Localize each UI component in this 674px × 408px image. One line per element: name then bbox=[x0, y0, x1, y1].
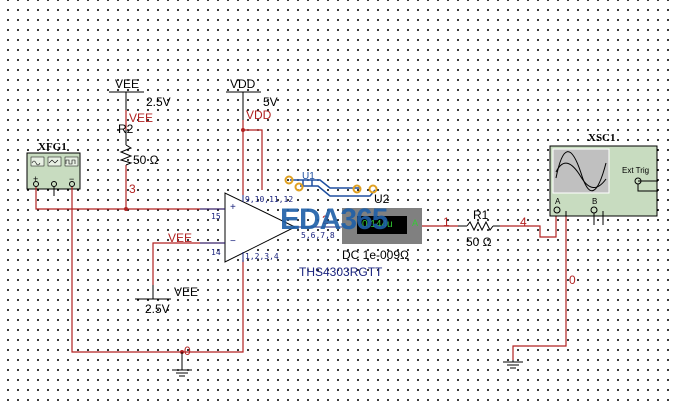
channel-a-terminal[interactable] bbox=[553, 206, 561, 214]
opamp-minus-sign: − bbox=[230, 236, 236, 247]
u1-ref: U1 bbox=[302, 171, 315, 182]
net-0-right-label: 0 bbox=[569, 273, 576, 287]
vee-bottom-net-label: VEE bbox=[168, 231, 193, 245]
channel-b-label: B bbox=[592, 197, 598, 206]
ammeter-display: 0.144u bbox=[357, 216, 407, 234]
xfg1-label: XFG1 bbox=[38, 141, 67, 153]
function-generator-xfg1[interactable] bbox=[26, 152, 81, 190]
ammeter-unit: A bbox=[411, 218, 418, 228]
vee-top-name: VEE bbox=[115, 77, 140, 91]
opamp-pin-15: 15 bbox=[211, 212, 221, 221]
ext-trig-label: Ext Trig bbox=[622, 166, 650, 175]
net-3-label: 3 bbox=[129, 182, 136, 196]
net-4-label: 4 bbox=[520, 215, 527, 229]
oscilloscope-xsc1[interactable] bbox=[549, 145, 658, 225]
resistor-r2[interactable] bbox=[119, 130, 133, 166]
vdd-net-label: VDD bbox=[246, 108, 272, 122]
resistor-r1[interactable] bbox=[458, 220, 500, 232]
r1-ref: R1 bbox=[473, 208, 489, 222]
vee-top-voltage: 2.5V bbox=[146, 95, 171, 109]
xfg1-plus-sign: + bbox=[33, 174, 39, 184]
switch-u1[interactable] bbox=[284, 175, 378, 197]
vee-top-net-label: VEE bbox=[129, 111, 154, 125]
opamp-ths4303[interactable] bbox=[200, 192, 342, 263]
ammeter-u2[interactable]: 0.144u A bbox=[342, 208, 422, 244]
xfg1-common-terminal[interactable] bbox=[51, 181, 57, 187]
xsc1-screen bbox=[552, 148, 610, 194]
ground-left-icon bbox=[172, 352, 192, 377]
u2-ref: U2 bbox=[374, 192, 390, 206]
r1-value: 50 Ω bbox=[466, 235, 492, 249]
watermark: EDA365 bbox=[280, 203, 388, 236]
xsc1-label: XSC1 bbox=[588, 132, 616, 144]
xfg1-plus-terminal[interactable] bbox=[33, 181, 39, 187]
opamp-neg-supply-pins: 1,2,3,4 bbox=[245, 252, 279, 261]
triangle-wave-icon bbox=[47, 156, 62, 167]
vdd-name: VDD bbox=[230, 77, 256, 91]
opamp-plus-sign: + bbox=[230, 202, 236, 213]
red-nets bbox=[35, 110, 567, 360]
opamp-part-number: THS4303RGTT bbox=[299, 265, 383, 279]
xfg1-minus-sign: − bbox=[69, 174, 75, 184]
r2-ref: R2 bbox=[118, 122, 134, 136]
net-1-label: 1 bbox=[443, 215, 450, 229]
square-wave-icon bbox=[64, 156, 79, 167]
r2-value: 50 Ω bbox=[133, 153, 159, 167]
opamp-pin-14: 14 bbox=[211, 248, 221, 257]
opamp-output-pins: 5,6,7,8 bbox=[301, 231, 335, 240]
vee-bottom-name: VEE bbox=[174, 285, 199, 299]
vdd-voltage: 5V bbox=[263, 95, 278, 109]
channel-a-label: A bbox=[555, 197, 561, 206]
sine-trace-icon bbox=[555, 151, 607, 192]
net-0-left-label: 0 bbox=[184, 344, 191, 358]
net-2-label: 2 bbox=[322, 213, 329, 227]
ground-right-icon bbox=[503, 360, 523, 369]
vee-bottom-voltage: 2.5V bbox=[145, 302, 170, 316]
ammeter-mode-label: DC 1e-009Ω bbox=[342, 248, 410, 262]
opamp-pos-supply-pins: 9,10,11,12 bbox=[245, 195, 294, 204]
sine-wave-icon bbox=[30, 156, 45, 167]
xfg1-minus-terminal[interactable] bbox=[69, 181, 75, 187]
